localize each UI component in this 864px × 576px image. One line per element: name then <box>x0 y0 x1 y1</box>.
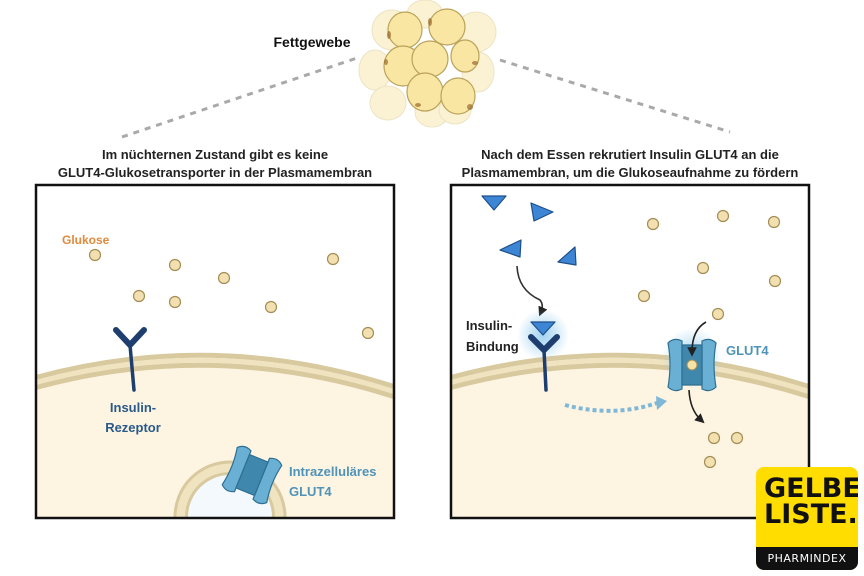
glucose-molecule <box>696 261 710 275</box>
insulin-molecule <box>530 202 554 222</box>
insulin-binding-label-line2: Bindung <box>466 339 519 354</box>
connector-lines <box>121 55 731 139</box>
gelbe-liste-logo: GELBE LISTE. PHARMINDEX <box>756 467 858 570</box>
glut4-intracellular-icon <box>221 445 283 505</box>
insulin-binding-arrow <box>516 265 548 317</box>
insulin-receptor-bound-icon <box>528 334 560 392</box>
insulin-binding-label-line1: Insulin- <box>466 318 512 333</box>
glut4-membrane-icon <box>667 338 717 392</box>
connector-line-right <box>499 58 731 134</box>
panel-fasting-title-line2: GLUT4-Glukosetransporter in der Plasmame… <box>57 165 373 180</box>
panel-fed: Insulin- Bindung GLUT4 <box>449 183 811 520</box>
glucose-molecule <box>361 326 375 340</box>
plasma-membrane-inner <box>452 362 808 399</box>
panel-fasting-title-line1: Im nüchternen Zustand gibt es keine <box>101 147 329 162</box>
bound-insulin-molecule <box>530 321 556 336</box>
glucose-molecule <box>217 271 231 285</box>
panel-fed-title: Nach dem Essen rekrutiert Insulin GLUT4 … <box>440 146 820 182</box>
glucose-in-transporter <box>686 359 698 371</box>
insulin-molecule <box>499 239 522 258</box>
glucose-molecule <box>168 258 182 272</box>
glut4-membrane-label: GLUT4 <box>726 343 769 358</box>
cytoplasm <box>37 361 393 517</box>
glucose-molecule <box>716 209 730 223</box>
glucose-molecules <box>88 248 375 340</box>
signaling-arrowhead <box>656 396 667 410</box>
glucose-molecule <box>703 455 717 469</box>
glucose-molecule <box>646 217 660 231</box>
insulin-receptor-label-line1: Insulin- <box>110 400 156 415</box>
cytoplasm <box>452 361 808 517</box>
glucose-molecule <box>707 431 721 445</box>
glucose-molecule <box>711 307 725 321</box>
glucose-molecule <box>730 431 744 445</box>
insulin-molecules <box>481 195 577 266</box>
panel-fed-title-line2: Plasmamembran, um die Glukoseaufnahme zu… <box>461 165 799 180</box>
logo-subtitle: PHARMINDEX <box>756 547 858 570</box>
glucose-molecule <box>768 274 782 288</box>
panel-fasting: Glukose Insulin- Rezeptor Intrazelluläre… <box>34 183 396 520</box>
glucose-molecule <box>264 300 278 314</box>
glucose-molecule <box>168 295 182 309</box>
panel-fasting-title: Im nüchternen Zustand gibt es keine GLUT… <box>36 146 394 182</box>
plasma-membrane-outer <box>37 352 393 389</box>
logo-wordmark: GELBE LISTE. <box>764 473 858 530</box>
panel-fed-title-line1: Nach dem Essen rekrutiert Insulin GLUT4 … <box>481 147 779 162</box>
panel-fed-border <box>449 183 811 520</box>
adipose-tissue-label: Fettgewebe <box>273 34 350 50</box>
glucose-molecules <box>637 209 782 469</box>
logo-line1: GELBE <box>764 473 858 504</box>
glucose-entry-arrow <box>687 321 707 357</box>
insulin-molecule <box>481 195 507 211</box>
logo-line2: LISTE. <box>764 499 858 530</box>
glucose-molecule <box>767 215 781 229</box>
glucose-molecule <box>326 252 340 266</box>
glucose-label: Glukose <box>62 233 110 247</box>
connector-line-left <box>121 55 361 139</box>
glucose-molecule <box>637 289 651 303</box>
glucose-molecule <box>88 248 102 262</box>
glucose-exit-arrow <box>688 389 705 424</box>
insulin-receptor-label-line2: Rezeptor <box>105 420 161 435</box>
insulin-receptor-icon <box>113 327 147 392</box>
insulin-molecule <box>557 246 577 266</box>
glut4-intracellular-label-line1: Intrazelluläres <box>289 464 376 479</box>
plasma-membrane-outer <box>452 352 808 389</box>
panel-fasting-border <box>34 183 396 520</box>
glucose-molecule <box>132 289 146 303</box>
glut4-intracellular-label-line2: GLUT4 <box>289 484 332 499</box>
adipose-tissue-icon <box>358 0 497 128</box>
signaling-arrow <box>564 400 661 413</box>
plasma-membrane-inner <box>37 362 393 399</box>
